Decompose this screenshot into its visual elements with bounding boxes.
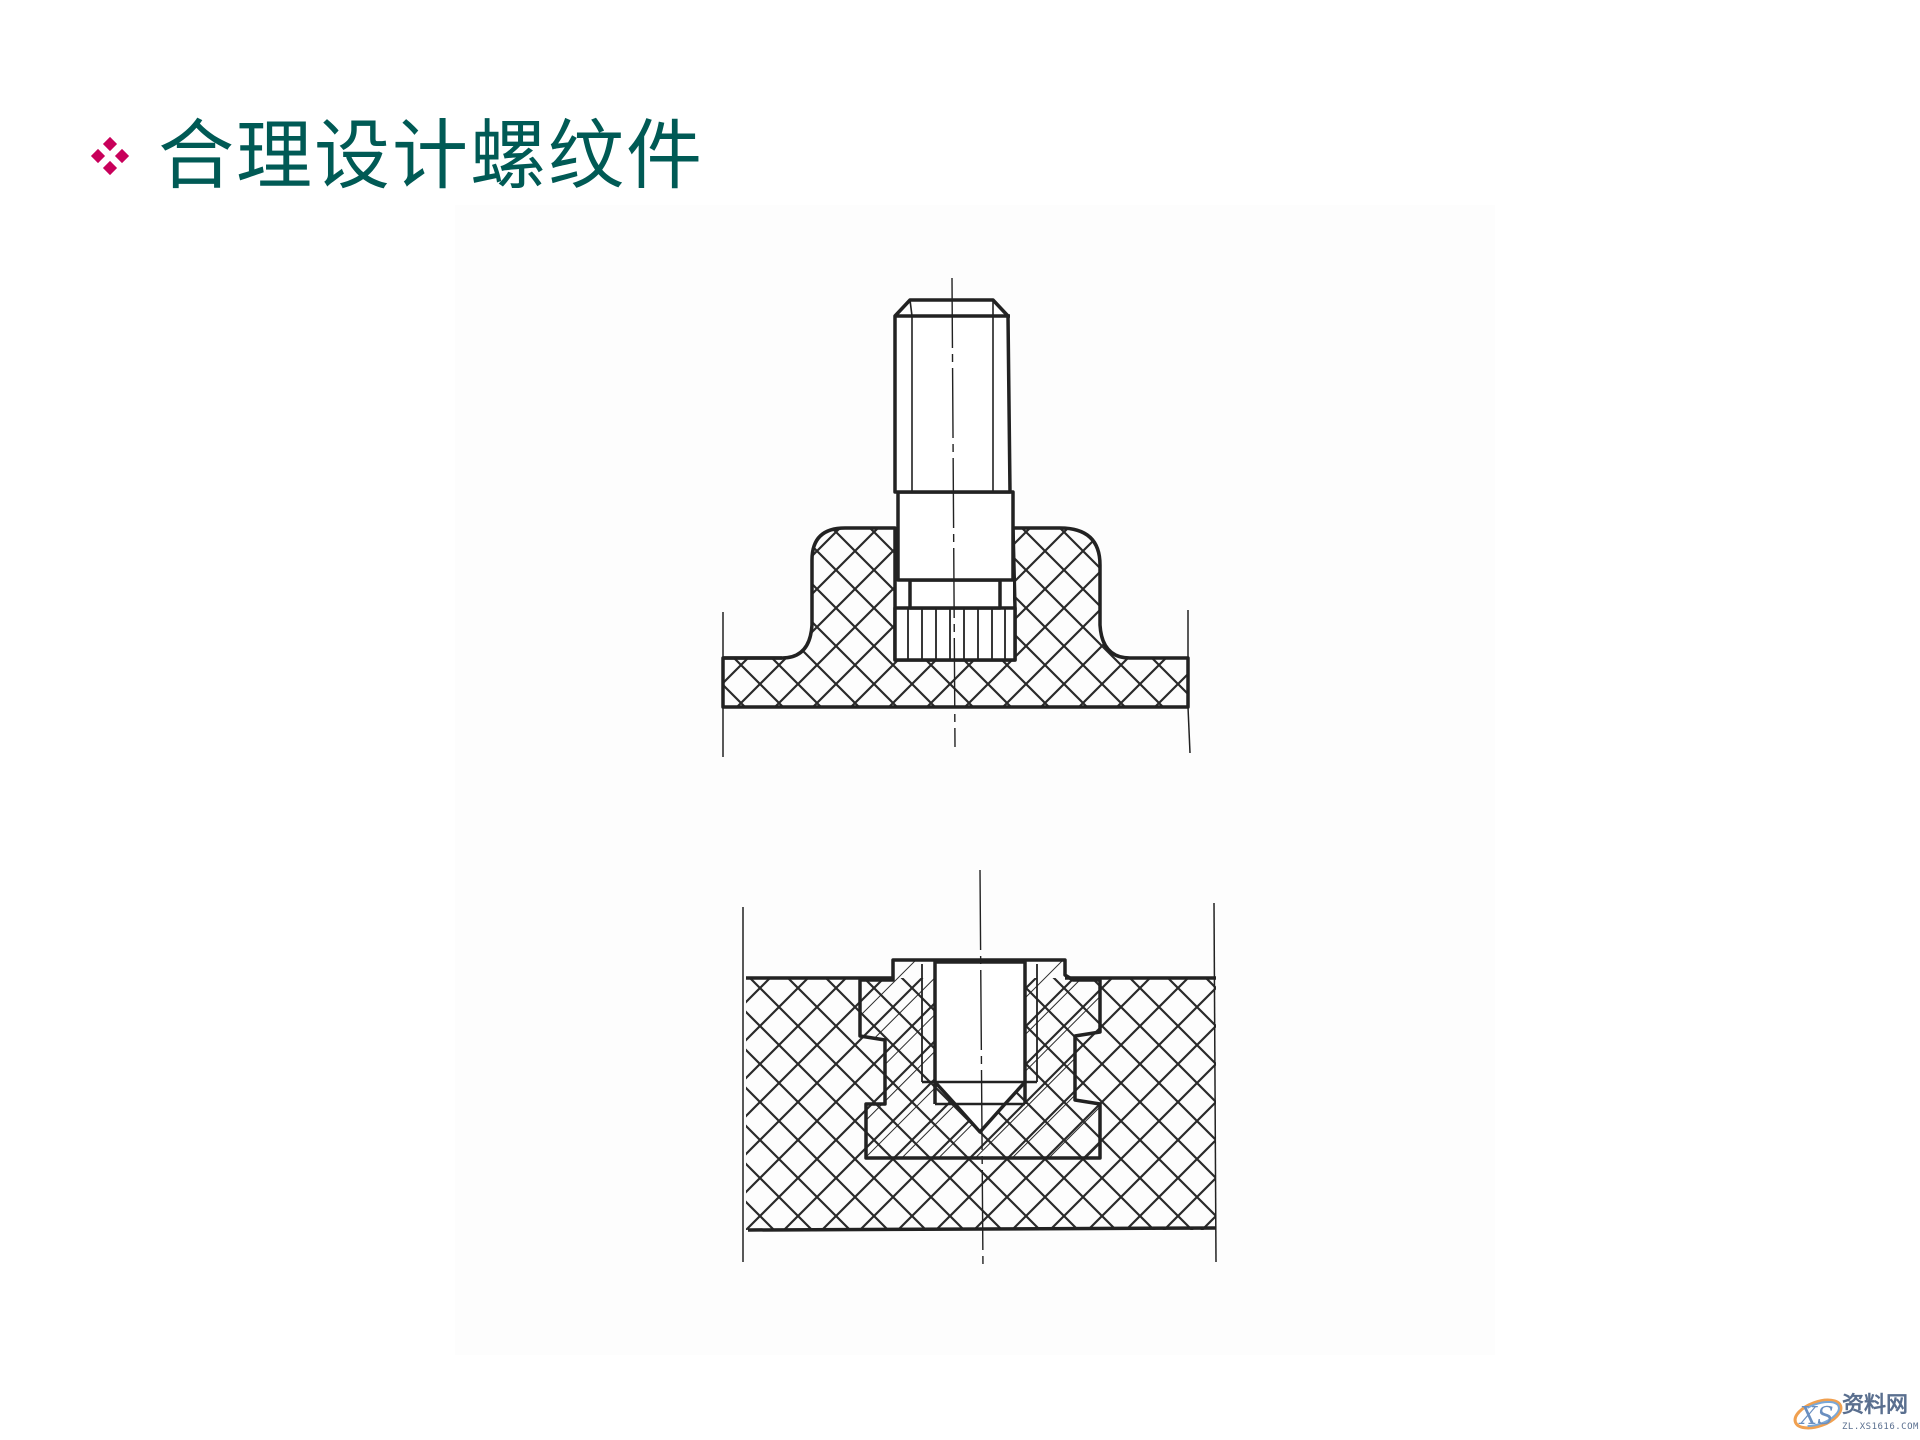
watermark: XS 资料网 ZL.XS1616.COM — [1792, 1392, 1919, 1436]
slide-title: 合理设计螺纹件 — [158, 111, 704, 200]
slide-title-row: 合理设计螺纹件 — [90, 108, 704, 204]
bottom-centerline — [979, 869, 984, 1271]
top-centerline — [951, 277, 956, 748]
threaded-hole — [933, 960, 1027, 1134]
stud-shoulder — [896, 490, 1015, 582]
watermark-url: ZL.XS1616.COM — [1842, 1422, 1919, 1432]
xs-logo-icon: XS — [1793, 1398, 1843, 1430]
stud-neck — [908, 578, 1002, 610]
top-figure — [721, 277, 1191, 757]
svg-text:XS: XS — [1798, 1402, 1834, 1430]
bottom-figure — [742, 869, 1217, 1271]
watermark-brand: 资料网 — [1842, 1393, 1909, 1418]
